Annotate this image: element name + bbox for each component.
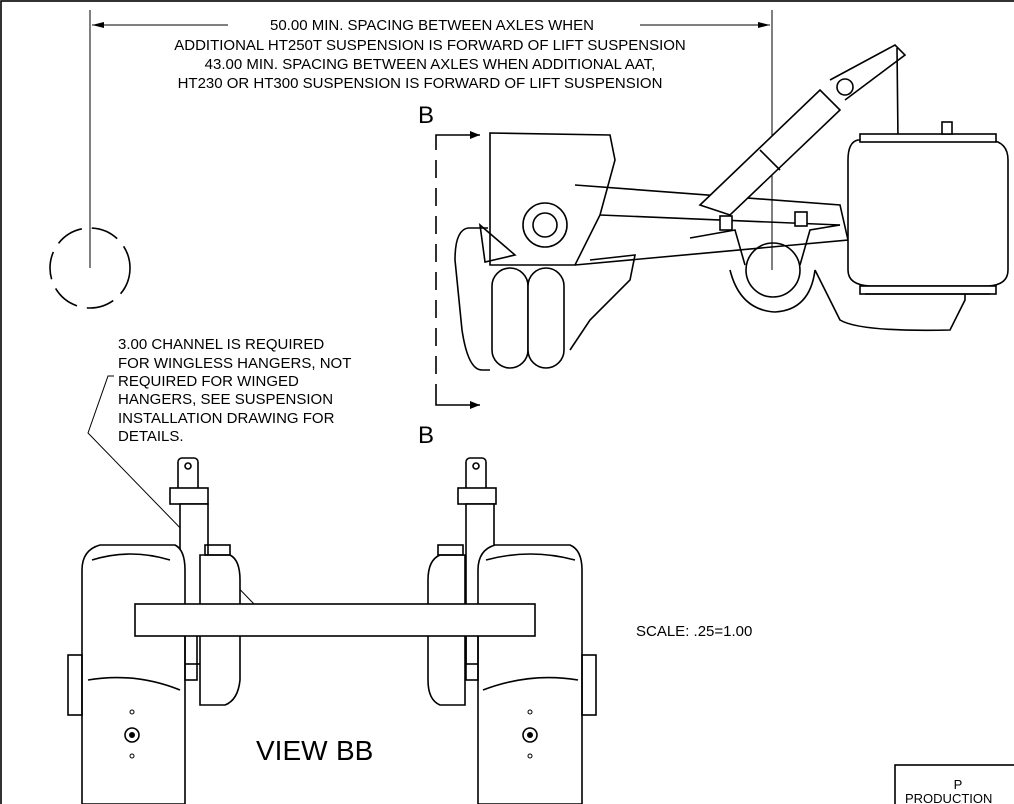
- channel-note-line6: DETAILS.: [118, 428, 184, 445]
- spacing-note-line2: ADDITIONAL HT250T SUSPENSION IS FORWARD …: [174, 37, 686, 54]
- side-view-suspension: [454, 44, 1009, 371]
- channel-note-line3: REQUIRED FOR WINGED: [118, 373, 299, 390]
- title-block: P PRODUCTION: [894, 764, 1014, 804]
- view-label-prefix: VIEW: [256, 735, 328, 766]
- rear-view-bb: [67, 457, 597, 804]
- spacing-note-line1: 50.00 MIN. SPACING BETWEEN AXLES WHEN: [270, 17, 594, 34]
- leader-line: [87, 375, 256, 606]
- channel-note-line4: HANGERS, SEE SUSPENSION: [118, 391, 333, 408]
- channel-beam: [134, 603, 536, 637]
- channel-note-line1: 3.00 CHANNEL IS REQUIRED: [118, 336, 324, 353]
- section-mark-top: B: [418, 102, 434, 129]
- channel-note-line5: INSTALLATION DRAWING FOR: [118, 410, 335, 427]
- forward-axle-circle: [49, 227, 131, 309]
- title-block-letter: P: [954, 777, 963, 792]
- channel-note-line2: FOR WINGLESS HANGERS, NOT: [118, 355, 351, 372]
- view-label-name: BB: [336, 735, 373, 766]
- section-cut-line: [435, 131, 480, 409]
- section-mark-bottom: B: [418, 422, 434, 449]
- title-block-status: PRODUCTION: [905, 791, 992, 804]
- spacing-note-line3: 43.00 MIN. SPACING BETWEEN AXLES WHEN AD…: [205, 56, 656, 73]
- spacing-note-line4: HT230 OR HT300 SUSPENSION IS FORWARD OF …: [178, 75, 663, 92]
- channel-note: 3.00 CHANNEL IS REQUIRED FOR WINGLESS HA…: [87, 336, 351, 606]
- scale-note: SCALE: .25=1.00: [636, 623, 752, 640]
